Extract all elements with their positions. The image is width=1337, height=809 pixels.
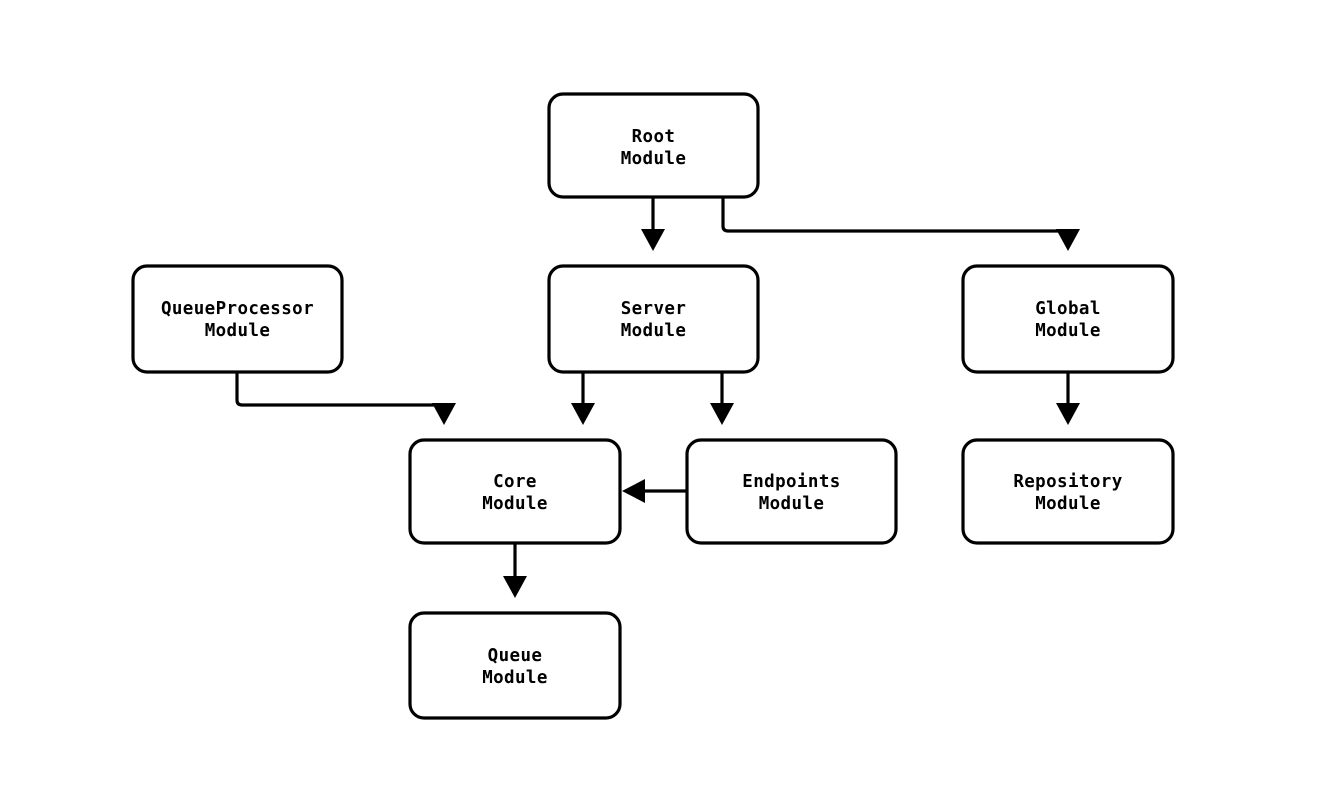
node-repository-label-line2: Module [1035,494,1101,514]
edge-global-repository-arrowhead [1056,403,1080,425]
node-queue[interactable]: Queue Module [408,611,622,720]
node-root-box[interactable] [547,92,760,199]
edge-server-endpoints [710,372,734,425]
node-global[interactable]: Global Module [961,264,1175,374]
node-queue-label-line1: Queue [488,646,543,666]
edge-root-server-arrowhead [641,229,665,251]
node-core-box[interactable] [408,438,622,545]
edge-root-server [641,197,665,251]
node-queueprocessor-label-line2: Module [205,321,271,341]
node-queue-label-line2: Module [482,668,548,688]
node-global-label-line2: Module [1035,321,1101,341]
node-endpoints-box[interactable] [685,438,898,545]
node-endpoints-label-line1: Endpoints [742,472,840,492]
node-core-label-line2: Module [482,494,548,514]
node-endpoints-label-line2: Module [759,494,825,514]
node-server[interactable]: Server Module [547,264,760,374]
node-queue-box[interactable] [408,611,622,720]
edge-server-core [571,372,595,425]
node-server-label-line2: Module [621,321,687,341]
edge-endpoints-core [622,479,687,503]
node-server-box[interactable] [547,264,760,374]
edge-root-global-line [721,197,1070,238]
edge-layer [235,197,1080,598]
edge-server-endpoints-arrowhead [710,403,734,425]
node-core-label-line1: Core [493,472,537,492]
node-server-label-line1: Server [621,299,687,319]
edge-endpoints-core-arrowhead [622,479,645,503]
node-endpoints[interactable]: Endpoints Module [685,438,898,545]
node-global-box[interactable] [961,264,1175,374]
node-repository-label-line1: Repository [1013,472,1122,492]
node-queueprocessor-box[interactable] [131,264,344,374]
node-layer: Root Module QueueProcessor Module Server… [131,92,1175,720]
edge-server-core-arrowhead [571,403,595,425]
edge-root-global [721,197,1080,251]
node-root[interactable]: Root Module [547,92,760,199]
edge-core-queue-arrowhead [503,576,527,598]
edge-queueprocessor-core-arrowhead [432,403,456,425]
edge-root-global-arrowhead [1056,229,1080,251]
edge-queueprocessor-core-line [235,372,446,412]
node-queueprocessor[interactable]: QueueProcessor Module [131,264,344,374]
node-repository[interactable]: Repository Module [961,438,1175,545]
node-core[interactable]: Core Module [408,438,622,545]
node-root-label-line2: Module [621,149,687,169]
edge-core-queue [503,543,527,598]
edge-queueprocessor-core [235,372,456,425]
node-repository-box[interactable] [961,438,1175,545]
node-root-label-line1: Root [632,127,676,147]
node-queueprocessor-label-line1: QueueProcessor [161,299,314,319]
node-global-label-line1: Global [1035,299,1101,319]
edge-global-repository [1056,372,1080,425]
